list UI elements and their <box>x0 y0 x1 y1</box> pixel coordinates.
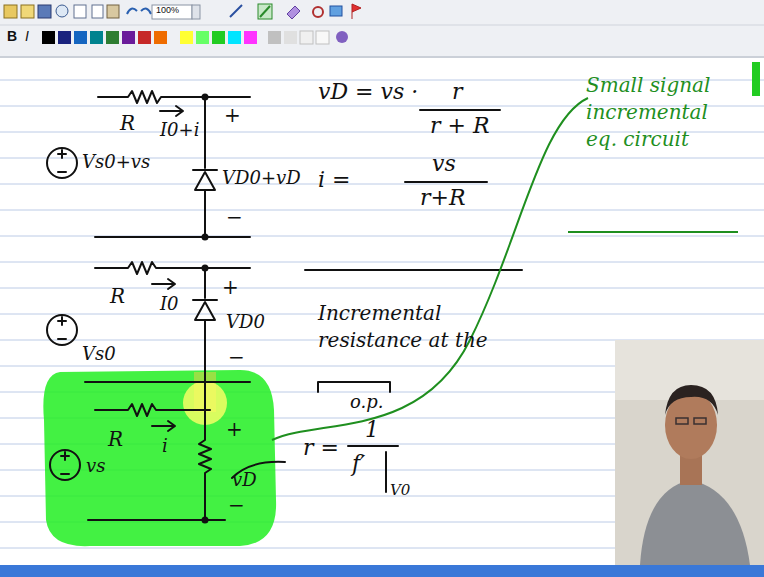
equation-text: r+R <box>420 186 466 210</box>
fraction-bar <box>405 181 487 183</box>
circuit-operating-point <box>47 262 250 382</box>
zoom-level: 100% <box>156 6 179 16</box>
italic-button: I <box>25 29 29 44</box>
equation-text: r + R <box>430 114 490 138</box>
voltage-label: VD0+vD <box>222 168 301 188</box>
current-label: I0+i <box>160 120 199 140</box>
callout-note: Small signal incremental eq. circuit <box>586 72 736 153</box>
callout-underline <box>568 231 738 233</box>
source-label: Vs0+vs <box>82 152 150 172</box>
toolbar <box>0 0 764 58</box>
current-label: I0 <box>160 294 179 314</box>
polarity-sign: + <box>222 276 239 298</box>
source-label: vs <box>86 456 105 476</box>
voltage-label: vD <box>232 470 257 490</box>
evaluation-bar <box>385 452 387 492</box>
toolbar-border <box>0 57 764 58</box>
polarity-sign: + <box>226 418 243 440</box>
separator-line <box>305 269 522 271</box>
polarity-sign: − <box>228 494 245 516</box>
equation-text: 1 <box>365 418 379 442</box>
polarity-sign: − <box>226 206 243 228</box>
equation-text: V0 <box>390 482 410 499</box>
circuit-large-signal <box>47 91 250 240</box>
green-highlight <box>43 370 276 546</box>
toolbar-divider <box>0 25 764 26</box>
component-label: R <box>108 428 123 450</box>
scroll-marker <box>752 62 760 96</box>
voltage-label: VD0 <box>226 312 265 332</box>
equation-text: r = <box>303 436 339 460</box>
component-label: R <box>110 285 125 307</box>
bold-button: B <box>7 29 17 44</box>
color-palette <box>42 31 348 44</box>
component-label: R <box>120 112 135 134</box>
equation-text: i = <box>318 168 350 192</box>
toolbar-icons <box>4 4 361 19</box>
equation-text: f′ <box>352 452 365 476</box>
equation-text: vD = vs · <box>318 80 418 104</box>
equation-text: r <box>452 80 463 104</box>
bracket <box>318 382 390 392</box>
polarity-sign: + <box>224 104 241 126</box>
bottom-bar <box>0 565 764 577</box>
circuit-small-signal <box>50 380 225 523</box>
fraction-bar <box>348 445 398 447</box>
presenter-video <box>615 340 764 565</box>
note-text: Incremental resistance at the <box>318 300 493 354</box>
polarity-sign: − <box>228 346 245 368</box>
equation-text: vs <box>432 152 456 176</box>
source-label: Vs0 <box>82 344 116 364</box>
fraction-bar <box>420 109 500 111</box>
current-label: i <box>162 436 168 456</box>
callout-curve <box>272 98 588 440</box>
note-text: o.p. <box>350 392 384 412</box>
